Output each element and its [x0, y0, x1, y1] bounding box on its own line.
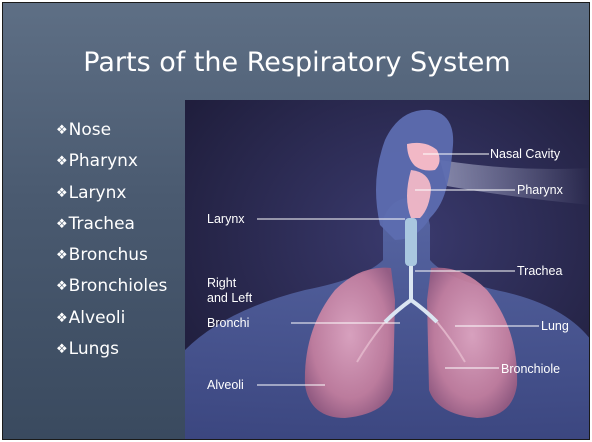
bullet-item: ❖Lungs — [56, 334, 167, 365]
bullet-list: ❖Nose ❖Pharynx ❖Larynx ❖Trachea ❖Bronchu… — [56, 115, 167, 365]
diamond-bullet-icon: ❖ — [56, 240, 68, 271]
bullet-item: ❖Nose — [56, 115, 167, 146]
bullet-text: Larynx — [69, 178, 127, 209]
label-bronchi-line-1: Right — [207, 276, 236, 290]
bullet-text: Bronchioles — [69, 271, 168, 302]
bullet-text: Bronchus — [69, 240, 148, 271]
label-lung: Lung — [541, 319, 569, 333]
bullet-text: Pharynx — [69, 146, 138, 177]
diamond-bullet-icon: ❖ — [56, 146, 68, 177]
bullet-item: ❖Bronchus — [56, 240, 167, 271]
label-bronchi-line-2: and Left — [207, 291, 252, 305]
bullet-item: ❖Pharynx — [56, 146, 167, 177]
label-nasal-cavity: Nasal Cavity — [490, 147, 560, 161]
bullet-item: ❖Alveoli — [56, 303, 167, 334]
label-trachea: Trachea — [517, 264, 562, 278]
diamond-bullet-icon: ❖ — [56, 334, 68, 365]
label-larynx: Larynx — [207, 212, 245, 226]
trachea-shape — [405, 218, 417, 266]
bullet-text: Lungs — [69, 334, 119, 365]
bullet-text: Trachea — [69, 209, 135, 240]
diamond-bullet-icon: ❖ — [56, 303, 68, 334]
label-bronchi-line-3: Bronchi — [207, 316, 249, 330]
respiratory-diagram: Nasal Cavity Pharynx Larynx Trachea Righ… — [185, 100, 590, 440]
label-bronchiole: Bronchiole — [501, 362, 560, 376]
diamond-bullet-icon: ❖ — [56, 115, 68, 146]
label-pharynx: Pharynx — [517, 183, 563, 197]
bullet-item: ❖Trachea — [56, 209, 167, 240]
bullet-item: ❖Larynx — [56, 178, 167, 209]
diamond-bullet-icon: ❖ — [56, 209, 68, 240]
diamond-bullet-icon: ❖ — [56, 178, 68, 209]
label-alveoli: Alveoli — [207, 378, 244, 392]
bullet-item: ❖Bronchioles — [56, 271, 167, 302]
slide-title: Parts of the Respiratory System — [3, 47, 590, 78]
diamond-bullet-icon: ❖ — [56, 271, 68, 302]
bullet-text: Alveoli — [69, 303, 126, 334]
bullet-text: Nose — [69, 115, 111, 146]
